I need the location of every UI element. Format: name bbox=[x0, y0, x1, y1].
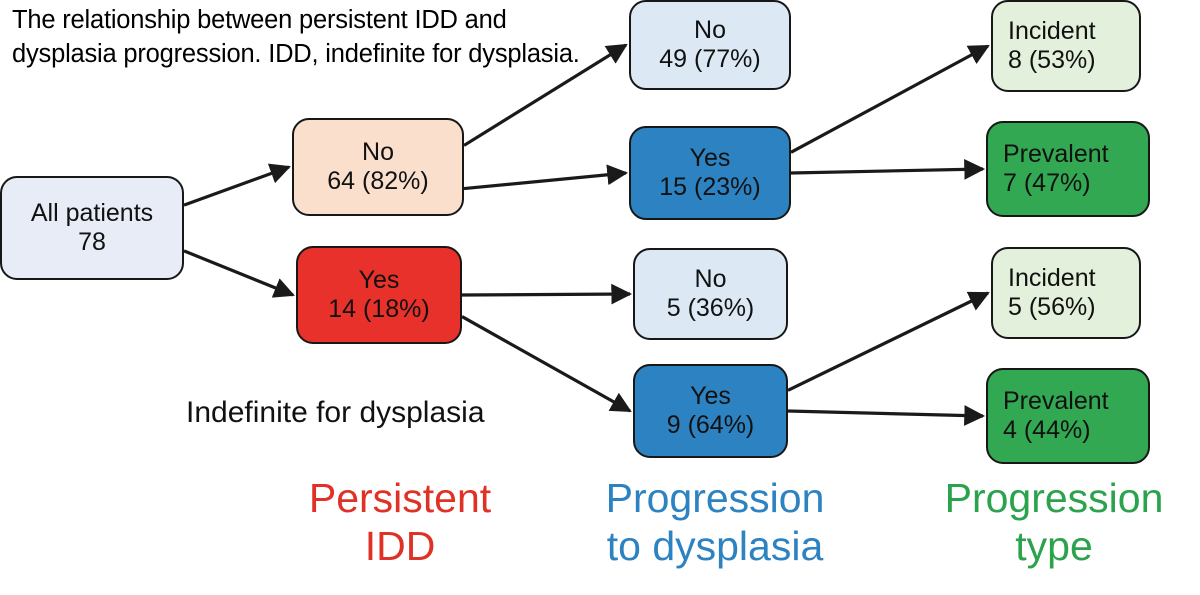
axis-label-line: to dysplasia bbox=[606, 523, 824, 570]
node-value: 78 bbox=[78, 228, 106, 256]
node-title: No bbox=[694, 15, 726, 44]
edge-prog-yes-top-to-prevalent bbox=[790, 158, 986, 180]
subtitle-indefinite-for-dysplasia: Indefinite for dysplasia bbox=[186, 396, 485, 429]
edge-root-to-idd-yes bbox=[183, 249, 295, 298]
axis-label-line: IDD bbox=[364, 523, 436, 570]
axis-label-line: Progression bbox=[605, 475, 825, 521]
axis-label-line: Progression bbox=[944, 475, 1164, 521]
edge-idd-no-to-prog-yes bbox=[463, 164, 629, 191]
edge-prog-yes-bot-to-incident bbox=[787, 291, 990, 392]
node-value: 7 (47%) bbox=[1003, 169, 1091, 197]
node-value: 9 (64%) bbox=[666, 411, 755, 439]
node-value: 8 (53%) bbox=[1008, 46, 1096, 74]
edge-prog-yes-bot-to-prevalent bbox=[787, 405, 986, 426]
node-title: Prevalent bbox=[1003, 386, 1109, 415]
node-title: No bbox=[362, 137, 394, 166]
node-title: Yes bbox=[689, 143, 731, 172]
edge-idd-yes-to-prog-no bbox=[461, 283, 633, 305]
node-title: Yes bbox=[358, 265, 400, 294]
axis-label-line: Persistent bbox=[308, 475, 492, 521]
node-title: Incident bbox=[1008, 16, 1096, 45]
node-title: All patients bbox=[30, 198, 154, 227]
node-value: 5 (56%) bbox=[1008, 293, 1096, 321]
node-value: 15 (23%) bbox=[659, 173, 761, 201]
node-value: 49 (77%) bbox=[659, 45, 761, 73]
node-value: 4 (44%) bbox=[1003, 416, 1091, 444]
node-title: No bbox=[694, 264, 727, 293]
edge-idd-yes-to-prog-yes bbox=[461, 315, 632, 413]
figure-caption: The relationship between persistent IDD … bbox=[12, 4, 692, 72]
node-value: 14 (18%) bbox=[328, 295, 430, 323]
node-title: Incident bbox=[1008, 263, 1096, 292]
node-title: Yes bbox=[690, 381, 731, 410]
edge-root-to-idd-no bbox=[183, 163, 291, 207]
caption-line-1: The relationship between persistent IDD … bbox=[12, 6, 507, 34]
node-title: Prevalent bbox=[1003, 139, 1109, 168]
edge-prog-yes-top-to-incident bbox=[790, 44, 990, 154]
node-value: 64 (82%) bbox=[327, 167, 429, 195]
axis-label-line: type bbox=[1015, 523, 1093, 570]
node-value: 5 (36%) bbox=[666, 294, 755, 322]
caption-line-2: dysplasia progression. IDD, indefinite f… bbox=[12, 39, 580, 68]
